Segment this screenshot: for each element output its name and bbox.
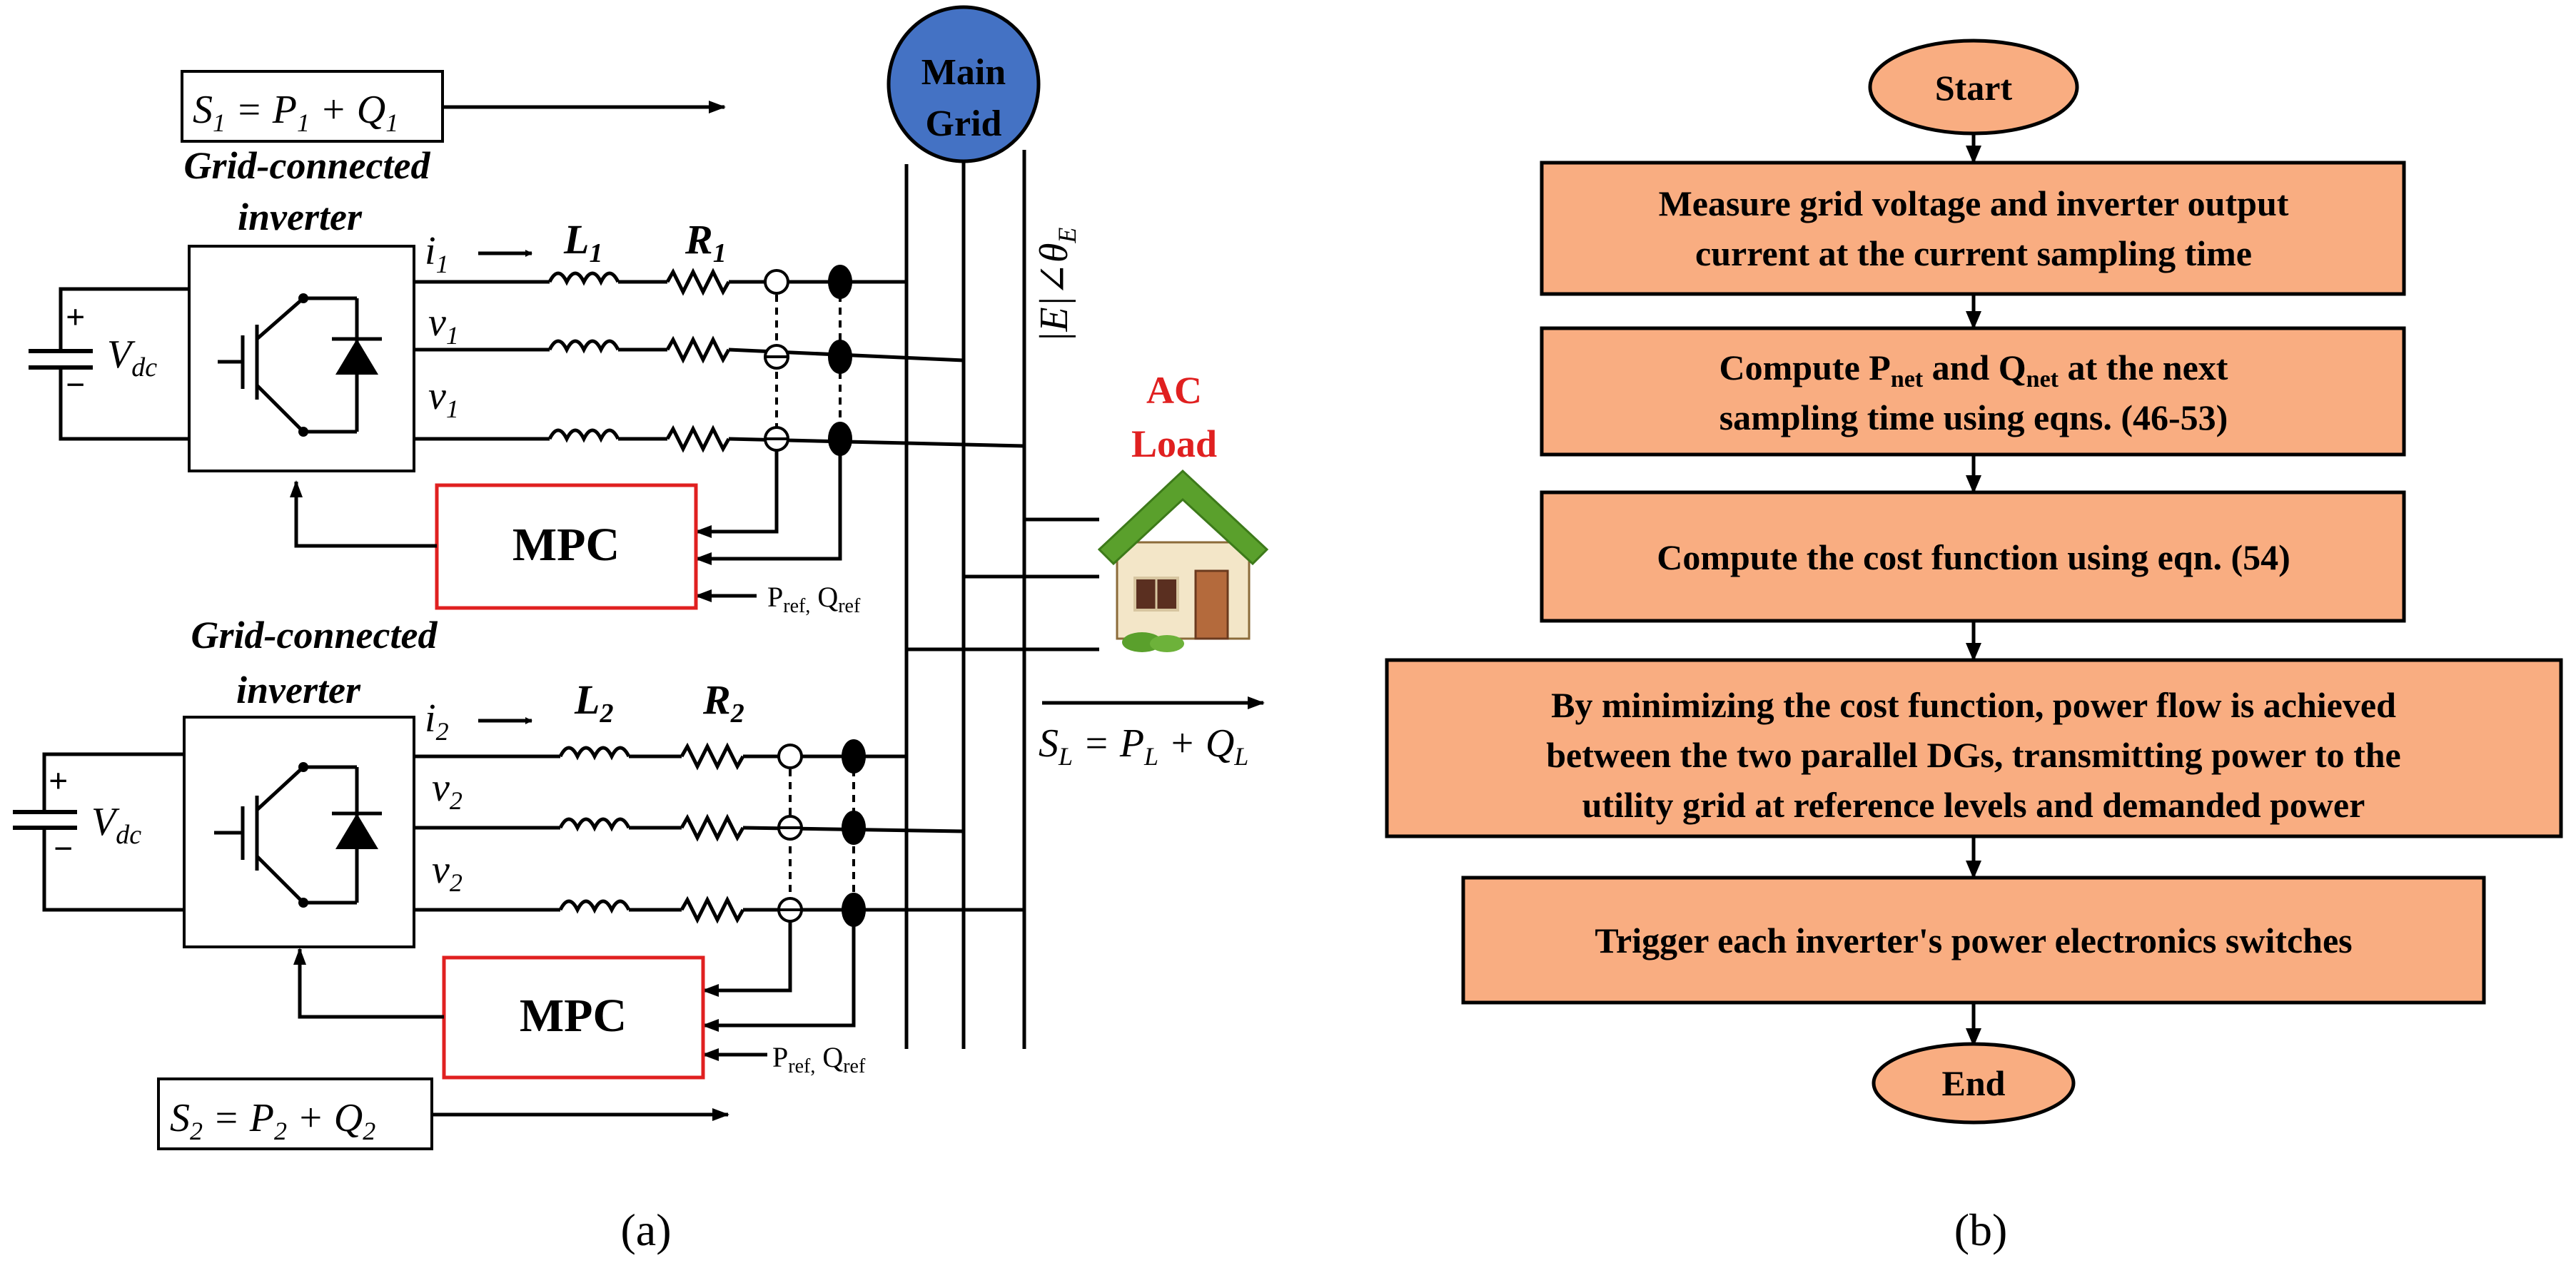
mpc-1-label: MPC xyxy=(512,519,620,571)
step-2-line-1: Compute Pnet and Qnet at the next xyxy=(1719,348,2228,392)
inverter-2-label-2: inverter xyxy=(236,669,361,711)
s2-box xyxy=(157,1077,433,1150)
ac-load-label-2: Load xyxy=(1131,422,1217,465)
flow-text: Start Measure grid voltage and inverter … xyxy=(1546,68,2401,1103)
main-grid-label-2: Grid xyxy=(926,103,1002,144)
step-4-line-3: utility grid at reference levels and dem… xyxy=(1582,785,2365,825)
start-label: Start xyxy=(1935,68,2013,108)
dc1-plus: + xyxy=(66,298,85,336)
i2-label: i2 xyxy=(425,696,449,746)
resistor-1a xyxy=(665,268,731,296)
vdc-1-label: Vdc xyxy=(107,333,157,382)
mpc2-feedback-i xyxy=(702,925,856,1032)
mpc2-feedback-v xyxy=(702,921,792,997)
inductor-2a xyxy=(558,746,631,761)
resistor-2a xyxy=(680,742,745,771)
inverter-1-label-1: Grid-connected xyxy=(184,144,431,187)
inductor-1a xyxy=(547,271,620,286)
mpc1-feedback-v xyxy=(694,450,779,538)
switch-2-icon xyxy=(214,762,382,908)
step-3-box xyxy=(1540,490,2406,623)
dc2-wire-bottom xyxy=(42,828,184,912)
v1-label-b: v1 xyxy=(428,374,459,423)
dc1-wire-bottom xyxy=(59,367,189,441)
dc1-minus: − xyxy=(66,366,85,404)
pref-qref-2: Pref, Qref xyxy=(772,1041,866,1077)
vdc-2-label: Vdc xyxy=(91,800,141,850)
pref-qref-1: Pref, Qref xyxy=(767,581,861,617)
sl-formula: SL = PL + QL xyxy=(1039,721,1248,771)
mpc1-gate-arrow xyxy=(290,480,437,548)
step-1-line-1: Measure grid voltage and inverter output xyxy=(1659,183,2289,223)
flowchart-panel: Start Measure grid voltage and inverter … xyxy=(1385,39,2563,1255)
step-2-line-2: sampling time using eqns. (46-53) xyxy=(1719,397,2228,437)
mpc-2-label: MPC xyxy=(520,990,627,1042)
resistor-2b xyxy=(680,813,745,842)
v1-label-a: v1 xyxy=(428,300,459,350)
step-4-line-2: between the two parallel DGs, transmitti… xyxy=(1546,735,2401,775)
i1-label: i1 xyxy=(425,229,449,278)
step-2-box xyxy=(1540,326,2406,457)
grid-voltage-label: |E|∠θE xyxy=(1032,228,1081,343)
main-grid-label-1: Main xyxy=(921,52,1006,93)
inductor-1b xyxy=(547,339,620,354)
v2-label-a: v2 xyxy=(432,766,463,815)
inv2-phase-lines xyxy=(414,742,1024,924)
inductor-2b xyxy=(558,817,631,832)
mpc1-feedback-i xyxy=(694,455,842,565)
step-3-label: Compute the cost function using eqn. (54… xyxy=(1657,537,2290,577)
inverter-2-label-1: Grid-connected xyxy=(191,614,438,656)
dc2-plus: + xyxy=(49,762,68,800)
main-grid-circle xyxy=(887,5,1041,163)
ac-load-label-1: AC xyxy=(1146,369,1202,412)
step-4-line-1: By minimizing the cost function, power f… xyxy=(1551,685,2396,725)
s2-formula: S2 = P2 + Q2 xyxy=(170,1096,375,1145)
inv1-phase-lines xyxy=(414,268,1025,453)
resistor-1c xyxy=(665,425,731,453)
step-5-box xyxy=(1461,876,2486,1005)
s1-formula: S1 = P1 + Q1 xyxy=(193,88,398,137)
resistor-1b xyxy=(665,335,731,364)
inverter-2-box xyxy=(183,716,415,948)
inductor-2c xyxy=(558,899,631,914)
dc2-wire-top xyxy=(42,752,184,812)
caption-b: (b) xyxy=(1954,1205,2008,1255)
sense-points-2 xyxy=(777,739,866,927)
circuit-labels: Main Grid S1 = P1 + Q1 S2 = P2 + Q2 SL =… xyxy=(49,52,1248,1255)
inductor-1c xyxy=(547,428,620,443)
mpc2-gate-arrow xyxy=(293,948,444,1019)
L1-label: L1 xyxy=(563,216,602,268)
step-1-box xyxy=(1540,161,2406,296)
caption-a: (a) xyxy=(620,1205,671,1255)
ac-load-house-icon xyxy=(1097,469,1269,652)
dc1-wire-top xyxy=(59,287,189,351)
dc2-minus: − xyxy=(54,830,73,868)
step-5-label: Trigger each inverter's power electronic… xyxy=(1595,921,2352,960)
v2-label-b: v2 xyxy=(432,848,463,897)
resistor-2c xyxy=(680,896,745,924)
switch-1-icon xyxy=(218,293,382,437)
inverter-1-box xyxy=(188,245,415,472)
R2-label: R2 xyxy=(702,676,744,729)
sense-points-1 xyxy=(764,265,852,456)
start-terminal xyxy=(1868,39,2079,136)
step-4-box xyxy=(1385,658,2563,838)
R1-label: R1 xyxy=(685,216,727,268)
inverter-1-label-2: inverter xyxy=(238,196,363,238)
step-1-line-2: current at the current sampling time xyxy=(1695,233,2252,273)
circuit-panel xyxy=(13,70,1265,1150)
end-terminal xyxy=(1872,1042,2076,1125)
s1-box xyxy=(181,70,444,143)
end-label: End xyxy=(1942,1063,2006,1103)
L2-label: L2 xyxy=(574,676,613,729)
